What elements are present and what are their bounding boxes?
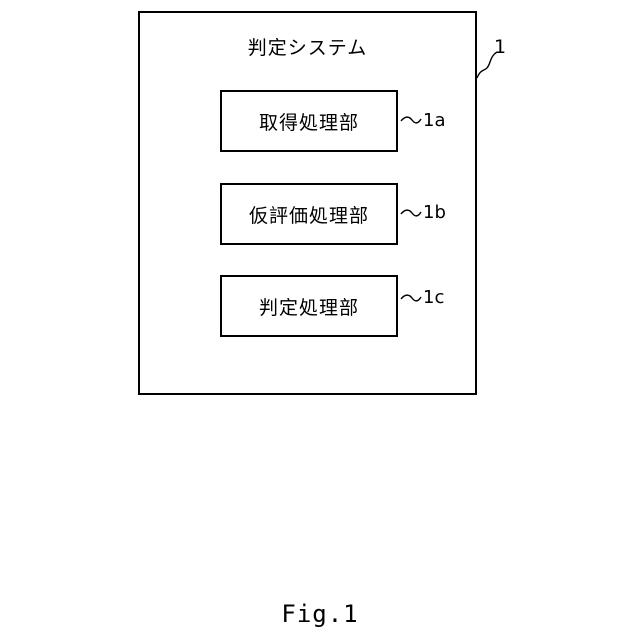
provisional-evaluation-unit-label: 仮評価処理部 <box>249 201 369 228</box>
determination-unit-box: 判定処理部 <box>220 275 398 337</box>
provisional-evaluation-unit-box: 仮評価処理部 <box>220 183 398 245</box>
unit-b-reference-numeral: 1b <box>423 202 446 223</box>
unit-a-reference-numeral: 1a <box>423 110 445 131</box>
system-title: 判定システム <box>140 33 475 60</box>
determination-unit-label: 判定処理部 <box>259 293 359 320</box>
figure-label: Fig.1 <box>0 600 640 628</box>
acquisition-unit-label: 取得処理部 <box>259 108 359 135</box>
system-reference-numeral: 1 <box>494 36 506 58</box>
acquisition-unit-box: 取得処理部 <box>220 90 398 152</box>
unit-c-reference-numeral: 1c <box>423 287 444 308</box>
